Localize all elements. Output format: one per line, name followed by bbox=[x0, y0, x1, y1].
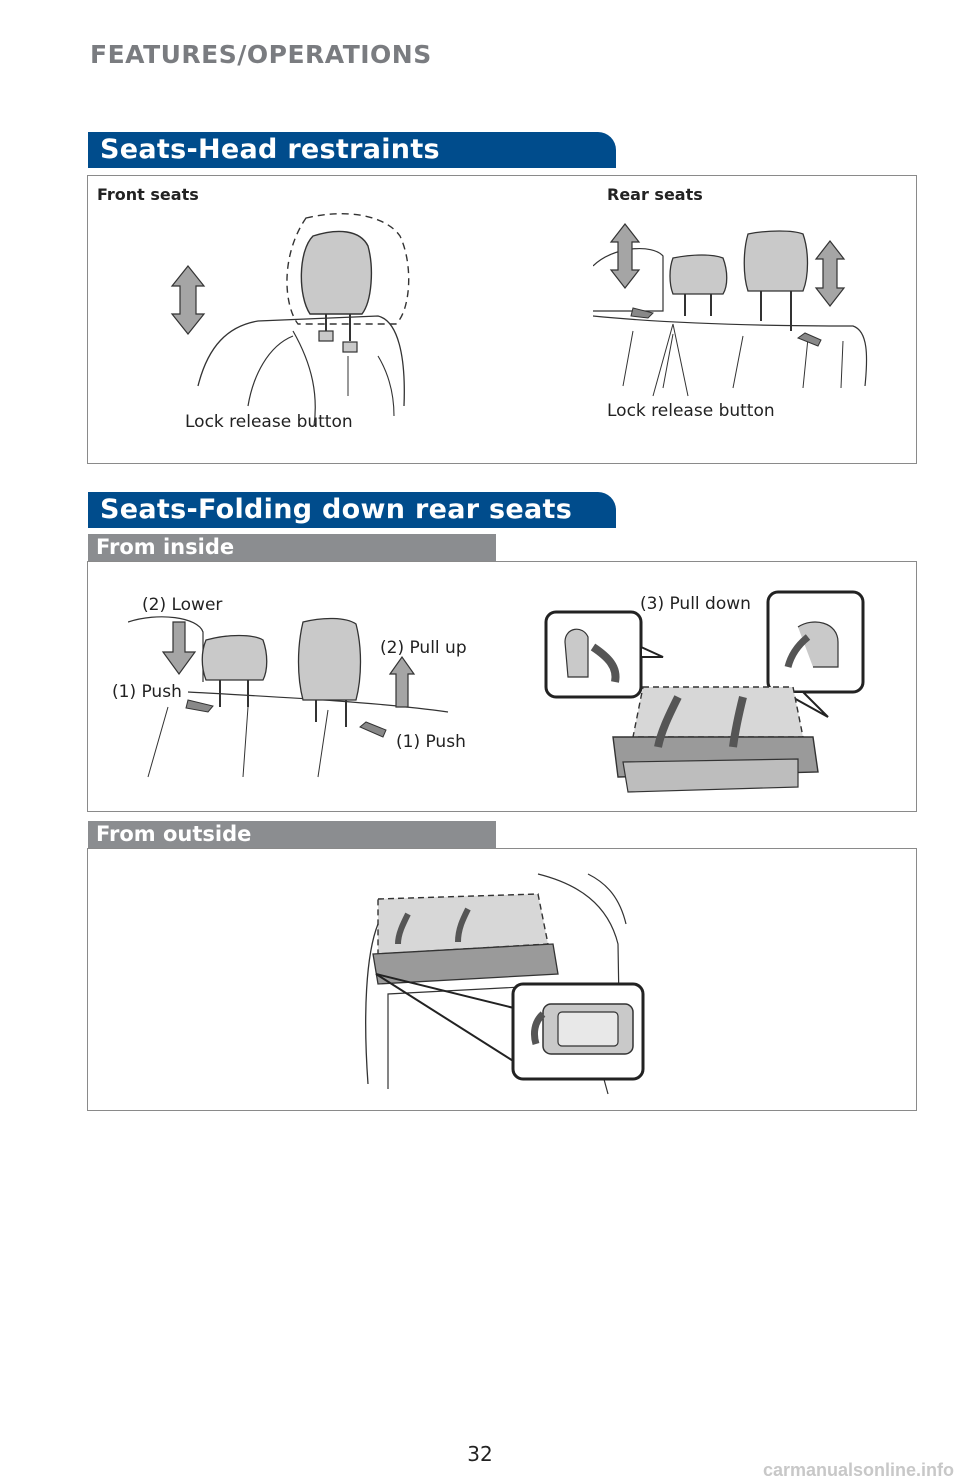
front-lock-release-label: Lock release button bbox=[185, 412, 353, 432]
section-title-folding-rear-seats: Seats-Folding down rear seats bbox=[88, 492, 616, 528]
front-seat-illustration bbox=[170, 213, 410, 426]
inside-push-left-label: (1) Push bbox=[112, 682, 182, 702]
inside-lower-label: (2) Lower bbox=[142, 595, 223, 615]
inside-right-illustration bbox=[544, 590, 865, 793]
inside-pull-up-label: (2) Pull up bbox=[380, 638, 467, 658]
rear-lock-release-label: Lock release button bbox=[607, 401, 775, 421]
footer-watermark: carmanualsonline.info bbox=[762, 1460, 954, 1480]
rear-seat-illustration bbox=[593, 223, 868, 397]
subsection-title-from-outside: From outside bbox=[88, 821, 496, 848]
subsection-title-from-inside: From inside bbox=[88, 534, 496, 561]
inside-pull-down-label: (3) Pull down bbox=[640, 594, 751, 614]
from-outside-panel bbox=[87, 848, 917, 1111]
from-inside-panel: (2) Lower (1) Push (2) Pull up (1) Push … bbox=[87, 561, 917, 812]
inside-left-illustration bbox=[128, 616, 449, 778]
section-title-head-restraints: Seats-Head restraints bbox=[88, 132, 616, 168]
head-restraints-panel: Front seats Rear seats Lock release butt… bbox=[87, 175, 917, 464]
front-seats-label: Front seats bbox=[97, 185, 199, 204]
page-number: 32 bbox=[467, 1442, 493, 1466]
inside-push-right-label: (1) Push bbox=[396, 732, 466, 752]
rear-seats-label: Rear seats bbox=[607, 185, 703, 204]
page-header: FEATURES/OPERATIONS bbox=[90, 40, 432, 69]
outside-illustration bbox=[365, 873, 645, 1095]
